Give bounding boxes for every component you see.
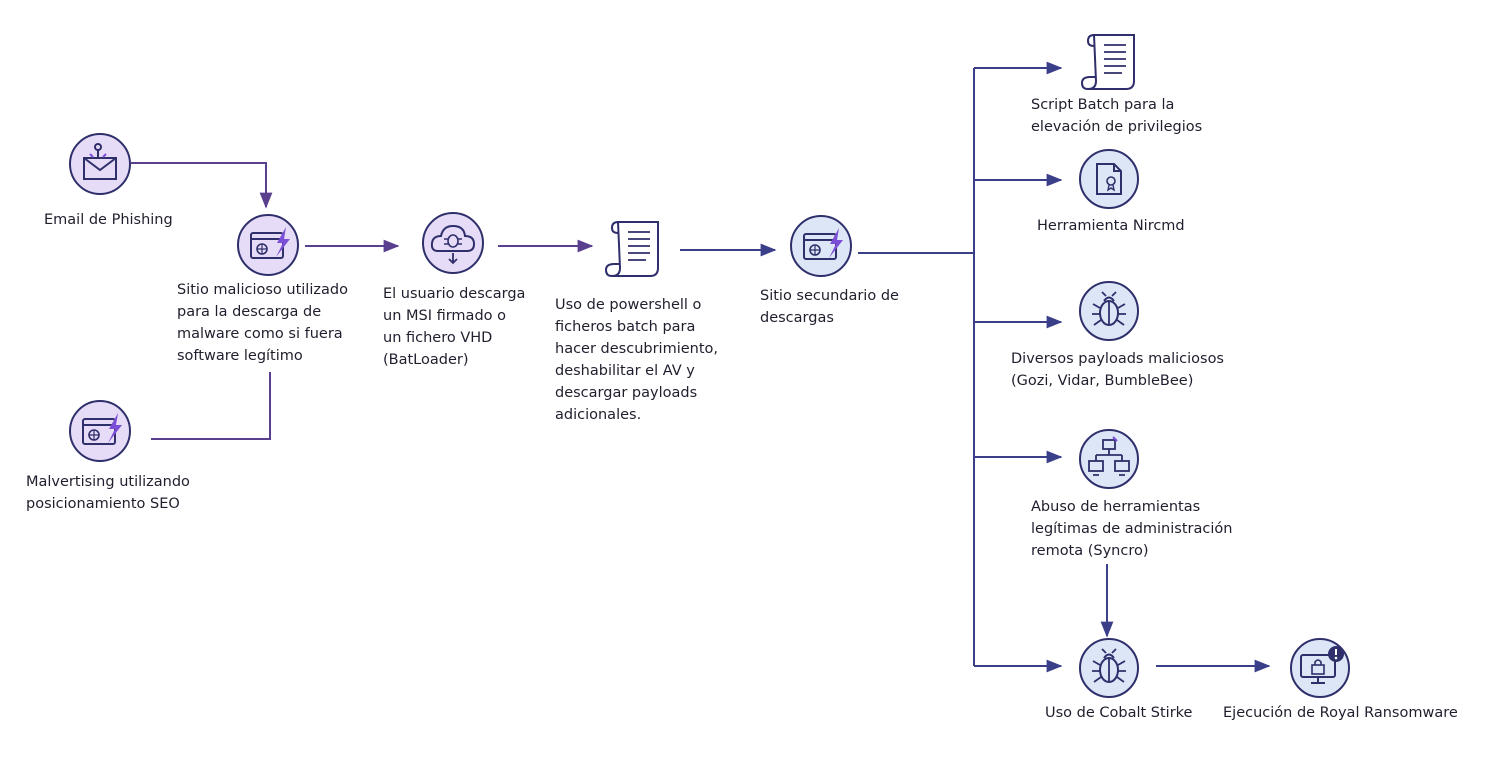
label-user-download: El usuario descarga un MSI firmado o un …: [383, 286, 526, 368]
label-nircmd: Herramienta Nircmd: [1037, 218, 1185, 234]
label-ransomware: Ejecución de Royal Ransomware: [1223, 705, 1458, 721]
envelope-antenna-icon: [69, 133, 131, 195]
network-computers-icon: [1079, 429, 1139, 489]
bug-icon: [1079, 638, 1139, 698]
bug-icon: [1079, 281, 1139, 341]
certificate-document-icon: [1079, 149, 1139, 209]
label-malicious-site: Sitio malicioso utilizado para la descar…: [177, 282, 348, 364]
scroll-icon: [604, 221, 659, 277]
connector-email-to-site: [131, 162, 273, 209]
cloud-bug-download-icon: [422, 212, 484, 274]
browser-lightning-icon: [790, 215, 852, 277]
scroll-icon: [1080, 34, 1135, 90]
label-script-batch: Script Batch para la elevación de privil…: [1031, 97, 1203, 135]
browser-lightning-icon: [237, 214, 299, 276]
connectors: [131, 61, 1271, 673]
label-secondary-site: Sitio secundario de descargas: [760, 288, 899, 326]
label-email-phishing: Email de Phishing: [44, 212, 173, 228]
label-payloads: Diversos payloads maliciosos (Gozi, Vida…: [1011, 351, 1224, 389]
connector-malvertising-to-site: [151, 372, 271, 440]
browser-lightning-icon: [69, 400, 131, 462]
label-remote-admin: Abuso de herramientas legítimas de admin…: [1031, 499, 1233, 559]
label-cobalt: Uso de Cobalt Stirke: [1045, 705, 1193, 721]
monitor-lock-alert-icon: [1290, 638, 1350, 698]
label-malvertising: Malvertising utilizando posicionamiento …: [26, 474, 190, 512]
label-powershell: Uso de powershell o ficheros batch para …: [555, 297, 719, 423]
